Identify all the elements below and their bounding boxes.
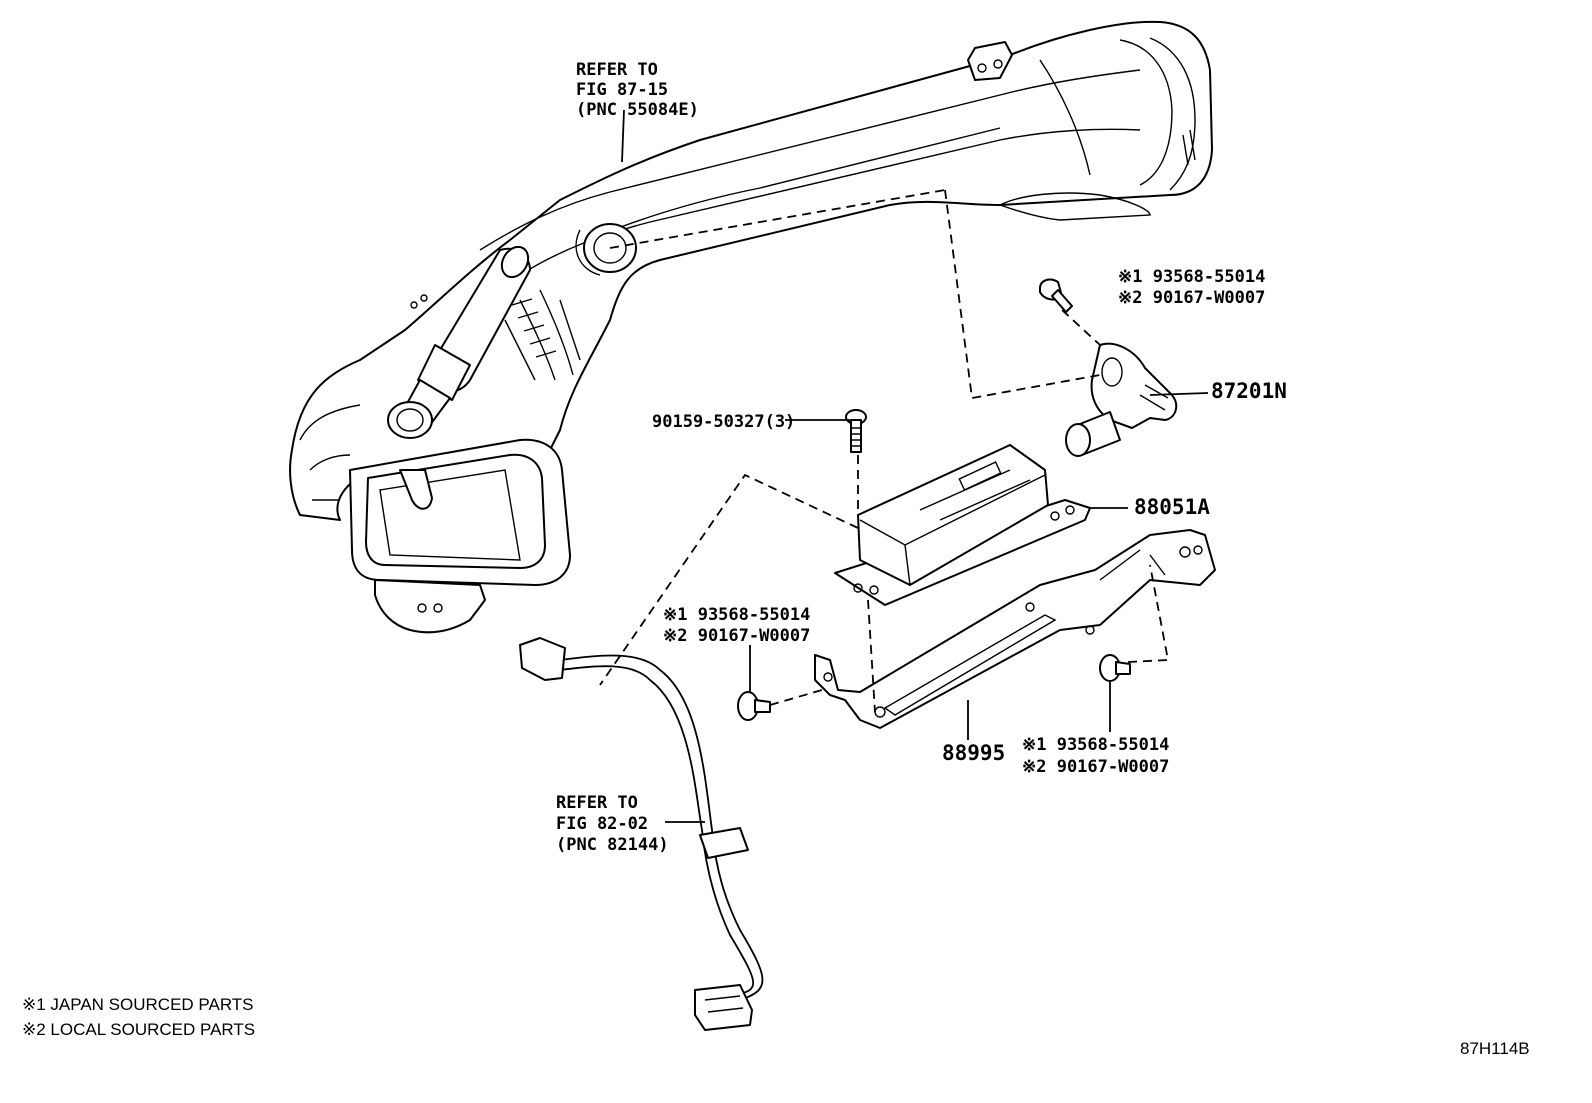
ref-harness-line1: REFER TO bbox=[556, 793, 638, 813]
clip-left-pn1: ※1 93568-55014 bbox=[663, 605, 810, 625]
clip-left bbox=[737, 691, 771, 721]
clip-top-pn2: ※2 90167-W0007 bbox=[1118, 288, 1265, 308]
clip-top bbox=[1039, 278, 1073, 313]
dashed-leaders bbox=[599, 189, 1170, 713]
ref-harness-line3: (PNC 82144) bbox=[556, 835, 669, 855]
clip-left-pn2: ※2 90167-W0007 bbox=[663, 626, 810, 646]
label-87201n: 87201N bbox=[1211, 379, 1287, 403]
wire-harness bbox=[519, 637, 764, 1031]
ref-duct-line2: FIG 87-15 bbox=[576, 80, 668, 100]
ref-duct-line3: (PNC 55084E) bbox=[576, 100, 699, 120]
control-unit-88051a bbox=[834, 444, 1091, 606]
label-bolt-90159: 90159-50327(3) bbox=[652, 412, 795, 432]
clip-right-pn2: ※2 90167-W0007 bbox=[1022, 757, 1169, 777]
ref-duct-line1: REFER TO bbox=[576, 60, 658, 80]
figure-id: 87H114B bbox=[1460, 1039, 1530, 1058]
sensor-87201n bbox=[1065, 342, 1178, 457]
label-88051a: 88051A bbox=[1134, 495, 1210, 519]
ref-harness-line2: FIG 82-02 bbox=[556, 814, 648, 834]
clip-right-pn1: ※1 93568-55014 bbox=[1022, 735, 1169, 755]
clip-top-pn1: ※1 93568-55014 bbox=[1118, 267, 1265, 287]
clip-right bbox=[1099, 654, 1131, 682]
label-88995: 88995 bbox=[942, 741, 1005, 765]
air-duct-assembly bbox=[289, 20, 1213, 634]
bolt-90159 bbox=[845, 409, 867, 453]
legend-japan-sourced: ※1 JAPAN SOURCED PARTS bbox=[22, 995, 254, 1014]
legend-local-sourced: ※2 LOCAL SOURCED PARTS bbox=[22, 1020, 255, 1039]
bracket-88995 bbox=[814, 529, 1216, 729]
